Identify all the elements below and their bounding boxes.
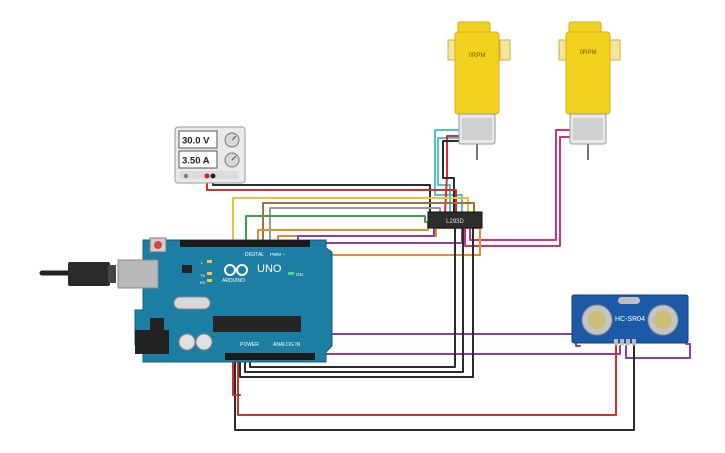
wire-magenta-motor2-b[interactable] xyxy=(464,136,574,247)
wire-red-motor1[interactable] xyxy=(444,135,459,214)
power-jack xyxy=(135,330,169,354)
psu-terminal-red[interactable] xyxy=(204,173,210,179)
dc-motor-1[interactable]: 0RPM xyxy=(447,21,511,160)
pwm-label: PWM ~ xyxy=(270,252,285,257)
digital-header-label: DIGITAL xyxy=(245,252,264,258)
wire-gray[interactable] xyxy=(269,207,441,241)
wire-black-gnd-2[interactable] xyxy=(249,227,456,368)
arduino-infinity-icon xyxy=(224,264,248,276)
tx-label: TX xyxy=(200,273,205,278)
wire-red-5v-sensor[interactable] xyxy=(237,345,617,416)
motor-2-rpm-label: 0RPM xyxy=(580,50,597,56)
current-readout: 3.50 A xyxy=(182,156,210,167)
wire-magenta-motor2[interactable] xyxy=(469,129,574,241)
wire-brown[interactable] xyxy=(262,202,475,241)
l-led-label: L xyxy=(201,260,204,265)
atmega-chip xyxy=(213,316,301,332)
voltage-readout: 30.0 V xyxy=(182,136,210,147)
wire-cyan-motor1-b[interactable] xyxy=(434,129,463,214)
power-supply[interactable]: 30.0 V 3.50 A xyxy=(174,126,246,184)
usb-plug xyxy=(68,262,110,286)
wire-purple-sensor-1[interactable] xyxy=(304,247,581,347)
wire-purple-sensor-3[interactable] xyxy=(625,343,691,359)
power-header-label: POWER xyxy=(240,342,259,348)
wire-black-gnd-1[interactable] xyxy=(244,227,464,373)
on-led-label: ON xyxy=(296,272,303,277)
sensor-label: HC-SR04 xyxy=(615,316,645,323)
driver-label: L293D xyxy=(446,219,464,225)
wire-yellow[interactable] xyxy=(232,197,469,241)
wire-black-gnd-3[interactable] xyxy=(239,227,474,378)
rx-label: RX xyxy=(200,280,206,285)
wire-red-5v[interactable] xyxy=(232,361,241,396)
arduino-logo: UNO xyxy=(257,263,282,275)
arduino-uno[interactable]: UNO ARDUINO DIGITAL PWM ~ POWER ANALOG I… xyxy=(39,237,333,363)
l293d-driver[interactable]: L293D xyxy=(427,211,483,229)
dc-motor-2[interactable]: 0RPM xyxy=(558,21,621,160)
hc-sr04-sensor[interactable]: HC-SR04 xyxy=(571,294,689,345)
wire-red-psu[interactable] xyxy=(206,177,457,214)
motor-1-rpm-label: 0RPM xyxy=(469,53,486,59)
psu-terminal-black[interactable] xyxy=(210,173,216,179)
wire-orange[interactable] xyxy=(257,221,429,241)
arduino-brand: ARDUINO xyxy=(222,278,245,284)
usb-socket xyxy=(117,259,159,289)
wire-green[interactable] xyxy=(245,215,431,241)
analog-header-label: ANALOG IN xyxy=(273,342,301,348)
